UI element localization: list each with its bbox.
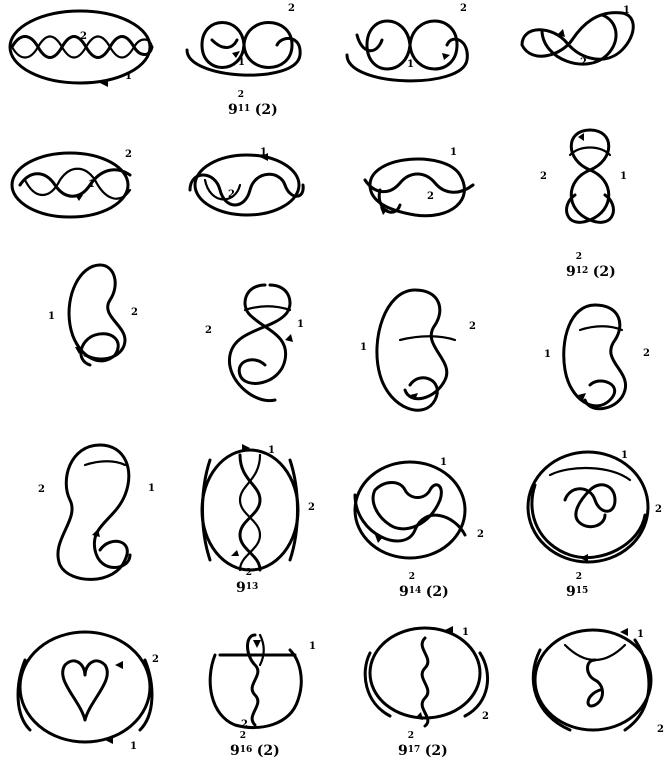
component-number: 2 <box>308 503 315 513</box>
component-number: 2 <box>38 485 45 495</box>
link-diagram-r3c3 <box>365 280 460 425</box>
component-number: 1 <box>238 58 245 68</box>
component-number: 1 <box>637 630 644 640</box>
component-number: 1 <box>620 172 627 182</box>
link-diagram-r5c3 <box>355 618 495 733</box>
link-diagram-r1c2 <box>182 5 307 90</box>
link-diagram-r4c2 <box>195 440 305 580</box>
component-number: 1 <box>48 312 55 322</box>
link-diagram-r4c3 <box>345 455 475 570</box>
link-diagram-r1c3 <box>342 5 472 90</box>
component-number: 2 <box>241 720 248 730</box>
component-number: 1 <box>88 180 95 190</box>
component-number: 2 <box>125 150 132 160</box>
component-number: 2 <box>643 349 650 359</box>
component-number: 1 <box>407 60 414 70</box>
link-diagram-r1c4 <box>512 5 642 80</box>
component-number: 1 <box>309 642 316 652</box>
component-number: 1 <box>360 343 367 353</box>
component-number: 1 <box>450 148 457 158</box>
component-number: 2 <box>288 4 295 14</box>
component-number: 2 <box>460 4 467 14</box>
component-number: 1 <box>148 484 155 494</box>
link-diagram-r5c2 <box>200 620 310 740</box>
component-number: 2 <box>655 505 662 515</box>
component-number: 2 <box>131 308 138 318</box>
link-diagram-r4c1 <box>40 440 145 590</box>
link-diagram-r1c1 <box>0 5 160 90</box>
component-number: 2 <box>580 58 587 68</box>
component-number: 1 <box>462 628 469 638</box>
component-number: 2 <box>482 712 489 722</box>
component-number: 2 <box>657 725 664 735</box>
component-number: 1 <box>125 72 132 82</box>
component-number: 1 <box>297 320 304 330</box>
link-diagram-r3c2 <box>215 280 305 410</box>
component-number: 2 <box>427 192 434 202</box>
component-number: 2 <box>152 655 159 665</box>
component-number: 1 <box>623 6 630 16</box>
component-number: 2 <box>540 172 547 182</box>
component-number: 1 <box>130 742 137 752</box>
link-diagram-r4c4 <box>520 445 655 575</box>
link-diagram-r3c4 <box>550 300 640 420</box>
link-diagram-r2c2 <box>185 145 310 225</box>
link-diagram-r2c1 <box>5 145 145 225</box>
component-number: 2 <box>80 32 87 42</box>
component-number: 1 <box>440 458 447 468</box>
component-number: 2 <box>477 530 484 540</box>
component-number: 2 <box>205 326 212 336</box>
component-number: 1 <box>260 148 267 158</box>
link-diagram-r3c1 <box>55 255 135 375</box>
link-diagram-r5c1 <box>10 625 160 750</box>
component-number: 2 <box>469 322 476 332</box>
link-diagram-r2c4 <box>550 125 630 235</box>
component-number: 1 <box>544 350 551 360</box>
link-diagram-r2c3 <box>355 145 485 230</box>
component-number: 1 <box>268 446 275 456</box>
component-number: 1 <box>621 451 628 461</box>
component-number: 2 <box>228 190 235 200</box>
